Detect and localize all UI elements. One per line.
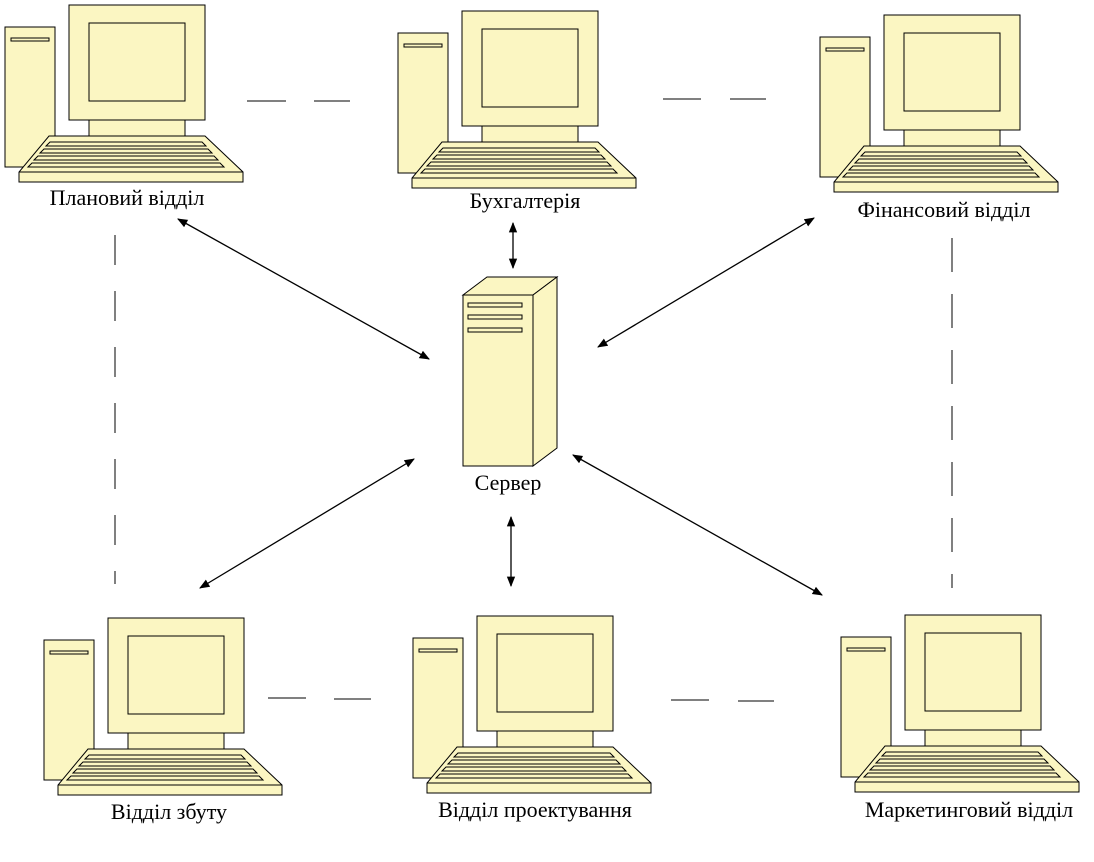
computer-icon-design	[412, 615, 652, 794]
computer-icon-planning	[4, 4, 244, 183]
computer-icon-sales	[43, 617, 283, 796]
node-label-planning: Плановий відділ	[50, 185, 205, 210]
dashed-link-design-marketing	[671, 699, 774, 702]
node-label-sales: Відділ збуту	[111, 799, 227, 824]
arrow-finance-server	[597, 217, 815, 348]
server-icon	[461, 276, 559, 467]
node-label-finance: Фінансовий відділ	[858, 197, 1031, 222]
arrow-planning-server	[177, 218, 430, 360]
node-label-marketing: Маркетинговий відділ	[865, 797, 1073, 822]
node-label-design: Відділ проектування	[438, 797, 632, 822]
server-label: Сервер	[475, 470, 542, 495]
arrow-sales-server	[199, 458, 415, 589]
computer-icon-marketing	[840, 614, 1080, 793]
arrow-marketing-server	[572, 454, 823, 596]
computer-icon-finance	[819, 14, 1059, 193]
computer-icon-accounting	[397, 10, 637, 189]
dashed-link-sales-design	[268, 697, 371, 700]
node-label-accounting: Бухгалтерія	[470, 188, 581, 213]
